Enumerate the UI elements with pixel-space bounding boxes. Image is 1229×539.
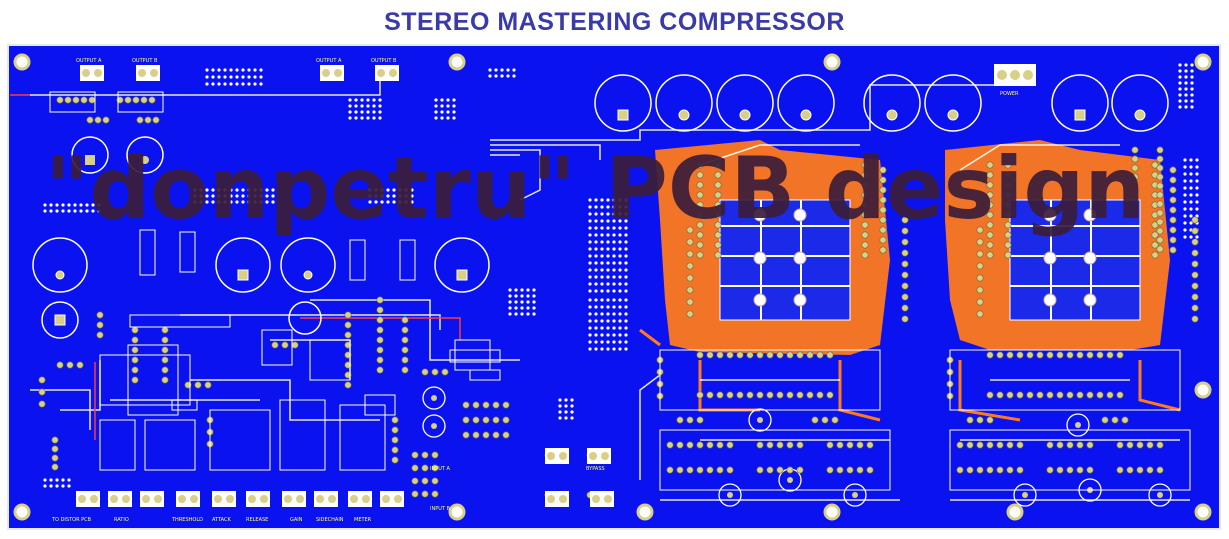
capacitor-row-left: [32, 237, 490, 339]
label-power: POWER: [1000, 91, 1019, 97]
via-arrays: [43, 63, 1199, 488]
label-output-a-left: OUTPUT A: [76, 58, 102, 64]
label-sidechain: SIDECHAIN: [316, 517, 344, 523]
label-to-distor: TO DISTOR PCB: [51, 517, 92, 523]
label-output-a-right: OUTPUT A: [316, 58, 342, 64]
label-release: RELEASE: [246, 517, 268, 523]
heatsink-area-right: [1009, 199, 1141, 321]
label-input-a: INPUT A: [430, 466, 451, 472]
capacitor-row-top: [594, 74, 1169, 132]
heatsink-area-left: [719, 199, 851, 321]
label-bypass: BYPASS: [586, 466, 605, 472]
connectors-top: [80, 64, 1036, 86]
label-gain: GAIN: [290, 517, 303, 523]
label-output-b-left: OUTPUT B: [132, 58, 158, 64]
signal-traces: [30, 75, 1190, 501]
label-output-b-right: OUTPUT B: [371, 58, 397, 64]
connector-labels-bottom: TO DISTOR PCB INPUT A INPUT B RATIO THRE…: [51, 466, 605, 523]
connector-labels-top: OUTPUT A OUTPUT B OUTPUT A OUTPUT B POWE…: [76, 58, 1019, 97]
label-input-b: INPUT B: [430, 506, 451, 512]
connectors-bottom: [76, 448, 614, 507]
designer-watermark: "donpetru" PCB design: [45, 139, 1145, 239]
page-title: STEREO MASTERING COMPRESSOR: [384, 8, 845, 36]
label-attack: ATTACK: [212, 517, 231, 523]
label-meter: METER: [354, 517, 372, 523]
label-ratio: RATIO: [114, 517, 129, 523]
label-threshold: THRESHOLD: [171, 517, 203, 523]
component-pads: [38, 96, 1199, 499]
component-outlines: [49, 91, 1191, 491]
mounting-holes: [13, 53, 1212, 521]
